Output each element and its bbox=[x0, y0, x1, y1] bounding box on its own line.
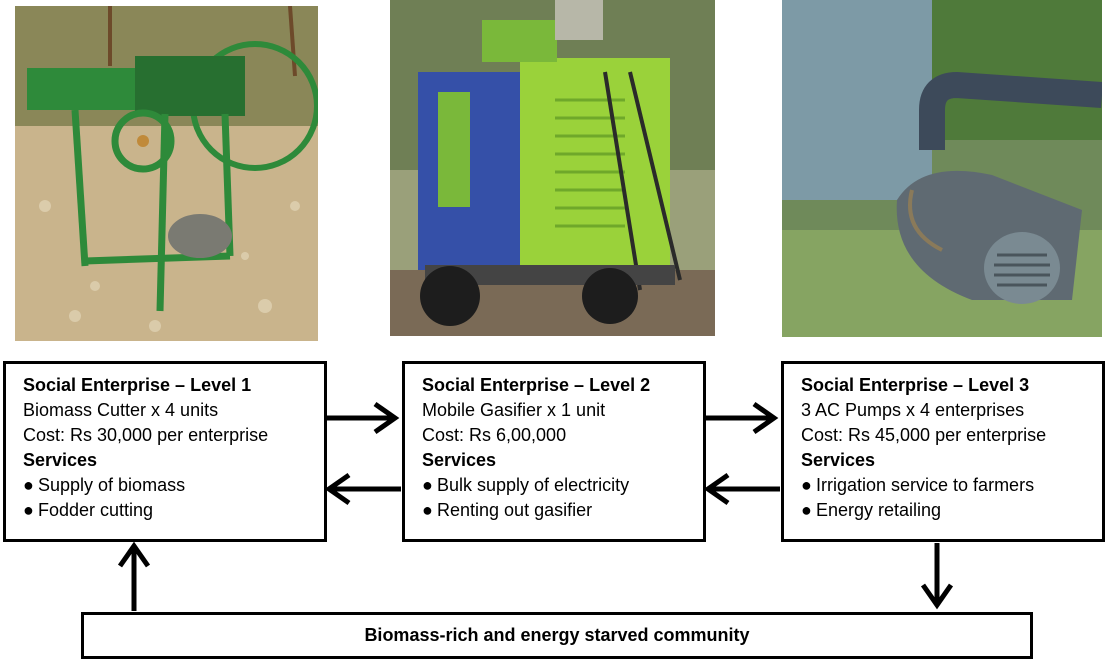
enterprise-heading: Social Enterprise – Level 3 bbox=[801, 375, 1030, 395]
ac-pump-photo bbox=[782, 0, 1102, 337]
service-item-text: Irrigation service to farmers bbox=[816, 475, 1035, 495]
service-item-text: Bulk supply of electricity bbox=[437, 475, 630, 495]
services-label: Services bbox=[801, 450, 876, 470]
service-item: ●Fodder cutting bbox=[23, 500, 154, 520]
enterprise-cost: Cost: Rs 30,000 per enterprise bbox=[23, 425, 269, 445]
arrow-level2-to-level3 bbox=[706, 401, 779, 435]
enterprise-equipment: 3 AC Pumps x 4 enterprises bbox=[801, 400, 1025, 420]
arrow-level1-to-level2 bbox=[327, 401, 400, 435]
enterprise-level-1-box: Social Enterprise – Level 1 Biomass Cutt… bbox=[3, 361, 327, 542]
biomass-cutter-photo bbox=[15, 6, 318, 341]
mobile-gasifier-photo bbox=[390, 0, 715, 336]
enterprise-level-3-box: Social Enterprise – Level 3 3 AC Pumps x… bbox=[781, 361, 1105, 542]
arrow-level2-to-level1 bbox=[324, 472, 401, 506]
enterprise-heading: Social Enterprise – Level 1 bbox=[23, 375, 252, 395]
service-item: ●Renting out gasifier bbox=[422, 500, 593, 520]
community-label: Biomass-rich and energy starved communit… bbox=[364, 625, 750, 645]
service-item: ●Bulk supply of electricity bbox=[422, 475, 630, 495]
enterprise-heading: Social Enterprise – Level 2 bbox=[422, 375, 651, 395]
service-item: ●Supply of biomass bbox=[23, 475, 186, 495]
enterprise-cost: Cost: Rs 45,000 per enterprise bbox=[801, 425, 1047, 445]
service-item-text: Supply of biomass bbox=[38, 475, 186, 495]
arrow-level3-to-level2 bbox=[703, 472, 780, 506]
service-item-text: Energy retailing bbox=[816, 500, 942, 520]
service-item-text: Fodder cutting bbox=[38, 500, 154, 520]
services-label: Services bbox=[422, 450, 497, 470]
services-label: Services bbox=[23, 450, 98, 470]
enterprise-cost: Cost: Rs 6,00,000 bbox=[422, 425, 567, 445]
service-item: ●Irrigation service to farmers bbox=[801, 475, 1035, 495]
enterprise-level-2-box: Social Enterprise – Level 2 Mobile Gasif… bbox=[402, 361, 706, 542]
service-item: ●Energy retailing bbox=[801, 500, 942, 520]
community-box: Biomass-rich and energy starved communit… bbox=[81, 612, 1033, 659]
arrow-community-to-level1 bbox=[117, 541, 151, 611]
service-item-text: Renting out gasifier bbox=[437, 500, 593, 520]
enterprise-equipment: Mobile Gasifier x 1 unit bbox=[422, 400, 606, 420]
arrow-level3-to-community bbox=[920, 543, 954, 610]
enterprise-equipment: Biomass Cutter x 4 units bbox=[23, 400, 219, 420]
